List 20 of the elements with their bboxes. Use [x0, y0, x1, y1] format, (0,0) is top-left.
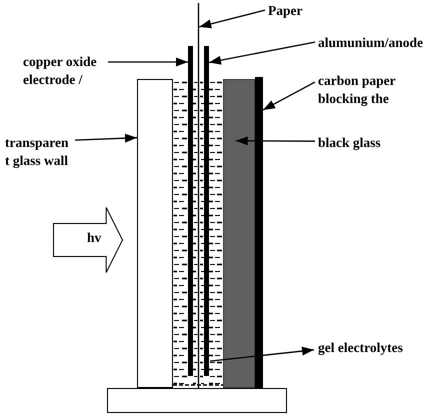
gel-region [173, 79, 223, 388]
part-label: black glass [318, 134, 398, 152]
leader-arrow [74, 134, 138, 143]
leader-arrow [199, 9, 266, 28]
part-label: copper oxide electrode / [23, 53, 105, 89]
part-label: gel electrolytes [318, 339, 418, 357]
glass-panel [223, 79, 255, 388]
leader-arrow [108, 58, 188, 66]
part-label: transparen t glass wall [5, 134, 72, 170]
base-plate [107, 388, 287, 413]
part-label: carbon paper blocking the [318, 72, 414, 108]
leader-arrow [262, 82, 316, 111]
leader-arrow [236, 136, 315, 146]
energy-label: hv [87, 229, 102, 247]
glass-wall [137, 79, 173, 388]
part-label: alumunium/anode [318, 34, 426, 52]
carbon-paper-strip [255, 77, 263, 388]
part-label: Paper [268, 2, 308, 20]
leader-arrow [208, 41, 316, 65]
leader-arrow [210, 346, 314, 362]
